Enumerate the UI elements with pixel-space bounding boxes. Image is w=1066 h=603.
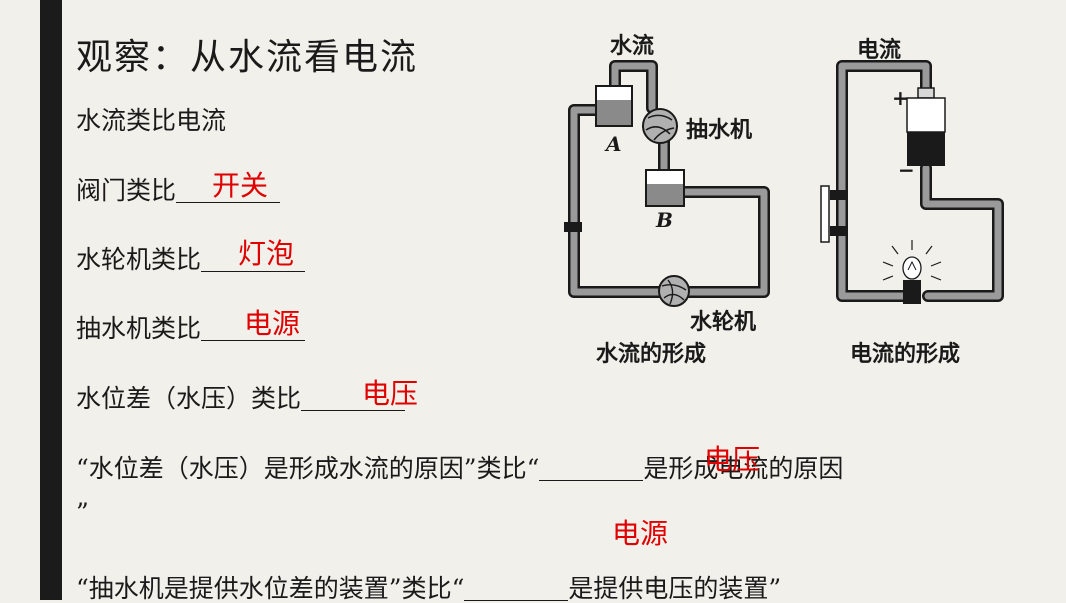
current-label: 电流 [857, 38, 902, 63]
battery-minus-label: − [898, 158, 915, 182]
statement-1-after: 是形成电流的原因 [643, 454, 844, 483]
intro-line: 水流类比电流 [76, 106, 227, 135]
answer-blank [201, 318, 306, 341]
pump-icon [642, 108, 678, 144]
container-a-label: A [606, 132, 622, 156]
bulb-icon [882, 240, 942, 304]
statement-2: “抽水机是提供水位差的装置”类比“ 是提供电压的装置” [76, 576, 781, 601]
answer-blank [176, 180, 281, 203]
circuit-wire [836, 60, 1004, 302]
switch-icon [820, 185, 848, 243]
water-flow-caption: 水流的形成 [596, 342, 707, 367]
statement-1-close-quote: ” [76, 498, 89, 527]
battery-plus-label: + [892, 86, 909, 110]
container-a [595, 85, 633, 127]
container-b [645, 169, 685, 207]
statement-2-after: 是提供电压的装置” [568, 574, 782, 603]
analogy-valve: 阀门类比 [76, 176, 281, 205]
answer-voltage: 电压 [362, 377, 419, 410]
answer-blank [201, 249, 306, 272]
water-flow-label: 水流 [610, 34, 655, 59]
water-flow-diagram [564, 60, 770, 307]
slide-title: 观察：从水流看电流 [76, 37, 419, 78]
analogy-prefix: 水位差（水压）类比 [76, 384, 302, 413]
container-b-label: B [656, 208, 673, 232]
analogy-turbine: 水轮机类比 [76, 245, 306, 274]
current-caption: 电流的形成 [850, 342, 961, 367]
answer-switch: 开关 [212, 169, 269, 202]
turbine-label: 水轮机 [690, 310, 757, 335]
battery-icon [906, 87, 946, 166]
answer-blank [539, 458, 644, 481]
turbine-icon [658, 275, 690, 307]
analogy-prefix: 抽水机类比 [76, 314, 202, 343]
pump-label: 抽水机 [686, 118, 753, 143]
slide-left-bar [40, 0, 62, 600]
valve-icon [564, 222, 582, 232]
analogy-prefix: 水轮机类比 [76, 245, 202, 274]
answer-blank [301, 388, 406, 411]
answer-power-source-statement: 电源 [612, 517, 669, 550]
analogy-prefix: 阀门类比 [76, 176, 177, 205]
answer-power-source: 电源 [244, 307, 301, 340]
answer-voltage-statement: 电压 [704, 443, 761, 476]
statement-1: “水位差（水压）是形成水流的原因”类比“ 是形成电流的原因 [76, 456, 843, 481]
analogy-pump: 抽水机类比 [76, 314, 306, 343]
statement-1-before: “水位差（水压）是形成水流的原因”类比“ [76, 454, 540, 483]
answer-bulb: 灯泡 [238, 237, 295, 270]
circuit-diagram [820, 60, 1004, 304]
statement-2-before: “抽水机是提供水位差的装置”类比“ [76, 574, 465, 603]
analogy-water-level: 水位差（水压）类比 [76, 384, 406, 413]
